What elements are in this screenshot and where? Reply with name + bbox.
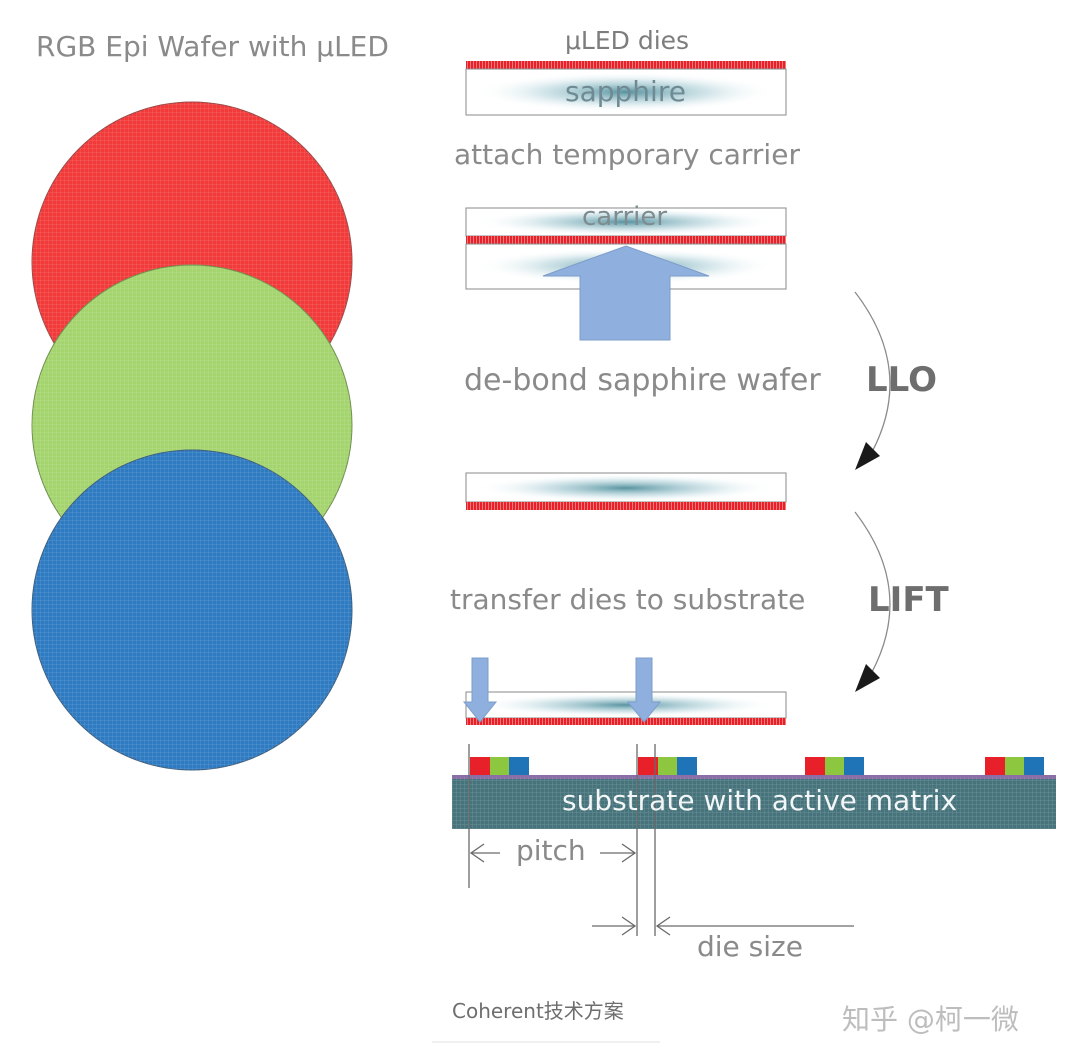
lift-label: LIFT [868, 580, 949, 620]
substrate-label: substrate with active matrix [562, 784, 958, 817]
step-carrier-only [465, 472, 787, 510]
step-carrier-attached [465, 207, 787, 341]
sapphire-label: sapphire [565, 75, 686, 108]
debond-label: de-bond sapphire wafer [464, 363, 821, 398]
step-sapphire-wafer [465, 61, 787, 116]
debond-arrow [542, 245, 710, 341]
footer-caption: Coherent技术方案 [452, 999, 624, 1023]
dies-label: μLED dies [565, 26, 690, 55]
laser-arrow-right [626, 657, 662, 723]
watermark: 知乎 @柯一微 [842, 1003, 1019, 1036]
carrier-label: carrier [582, 202, 668, 232]
llo-label: LLO [866, 360, 938, 400]
lift-arrow [854, 511, 891, 692]
wafer-title: RGB Epi Wafer with μLED [36, 30, 389, 63]
pitch-dimension [468, 744, 638, 936]
laser-arrow-left [462, 657, 498, 723]
die-size-label: die size [697, 930, 803, 963]
pitch-label: pitch [516, 834, 586, 867]
wafer-stack [31, 101, 353, 771]
attach-carrier-label: attach temporary carrier [454, 138, 800, 171]
step-transfer [462, 657, 787, 725]
llo-arrow [854, 291, 891, 470]
pixel-group [638, 757, 697, 775]
die-size-dimension [592, 744, 854, 936]
pixel-group [470, 757, 529, 775]
pixel-group [985, 757, 1044, 775]
pixel-group [805, 757, 864, 775]
rgb-pixels [470, 757, 1044, 775]
transfer-label: transfer dies to substrate [450, 583, 806, 616]
